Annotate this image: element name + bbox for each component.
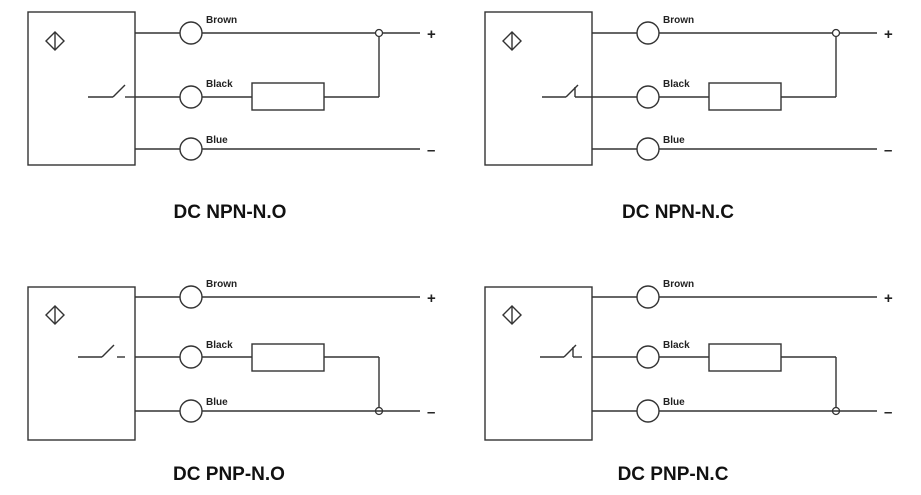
- load-resistor: [251, 343, 325, 372]
- blue-label: Blue: [663, 135, 685, 146]
- sensor-body: [484, 11, 593, 166]
- sensor-symbol-icon: [45, 305, 65, 325]
- black-label: Black: [663, 340, 690, 351]
- switch-no-icon: [78, 344, 125, 358]
- brown-terminal: [636, 285, 660, 309]
- minus-sign: –: [427, 142, 435, 159]
- black-terminal: [179, 345, 203, 369]
- minus-sign: –: [427, 404, 435, 421]
- diagram-title: DC NPN-N.C: [622, 202, 734, 223]
- blue-label: Blue: [663, 397, 685, 408]
- sensor-symbol-icon: [502, 31, 522, 51]
- diagram-npn-nc: Brown + Black Blue – DC NPN-N.C: [484, 11, 893, 223]
- brown-label: Brown: [206, 15, 237, 26]
- switch-no-icon: [88, 84, 135, 98]
- sensor-body: [484, 286, 593, 441]
- black-terminal: [636, 85, 660, 109]
- diagram-pnp-no: Brown + Black Blue – DC PNP-N.O: [27, 279, 436, 485]
- minus-sign: –: [884, 142, 892, 159]
- switch-nc-icon: [542, 84, 592, 98]
- plus-sign: +: [884, 290, 893, 307]
- blue-terminal: [179, 399, 203, 423]
- black-terminal: [636, 345, 660, 369]
- black-label: Black: [206, 340, 233, 351]
- sensor-body: [27, 286, 136, 441]
- plus-sign: +: [427, 290, 436, 307]
- load-resistor: [708, 82, 782, 111]
- diagram-pnp-nc: Brown + Black Blue – DC PNP-N.C: [484, 279, 893, 485]
- black-label: Black: [663, 79, 690, 90]
- brown-label: Brown: [663, 279, 694, 290]
- black-label: Black: [206, 79, 233, 90]
- brown-terminal: [179, 285, 203, 309]
- junction-dot: [831, 28, 841, 38]
- blue-terminal: [179, 137, 203, 161]
- diagram-npn-no: Brown + Black Blue – DC NPN-N.O: [27, 11, 436, 223]
- blue-terminal: [636, 399, 660, 423]
- minus-sign: –: [884, 404, 892, 421]
- blue-label: Blue: [206, 135, 228, 146]
- plus-sign: +: [884, 26, 893, 43]
- black-terminal: [179, 85, 203, 109]
- brown-terminal: [179, 21, 203, 45]
- junction-dot: [374, 28, 384, 38]
- brown-terminal: [636, 21, 660, 45]
- diagram-title: DC PNP-N.O: [173, 464, 285, 485]
- diagram-title: DC NPN-N.O: [174, 202, 287, 223]
- load-resistor: [708, 343, 782, 372]
- blue-label: Blue: [206, 397, 228, 408]
- load-resistor: [251, 82, 325, 111]
- sensor-symbol-icon: [502, 305, 522, 325]
- diagram-title: DC PNP-N.C: [618, 464, 729, 485]
- sensor-body: [27, 11, 136, 166]
- blue-terminal: [636, 137, 660, 161]
- plus-sign: +: [427, 26, 436, 43]
- switch-nc-icon: [540, 344, 582, 358]
- brown-label: Brown: [206, 279, 237, 290]
- sensor-symbol-icon: [45, 31, 65, 51]
- brown-label: Brown: [663, 15, 694, 26]
